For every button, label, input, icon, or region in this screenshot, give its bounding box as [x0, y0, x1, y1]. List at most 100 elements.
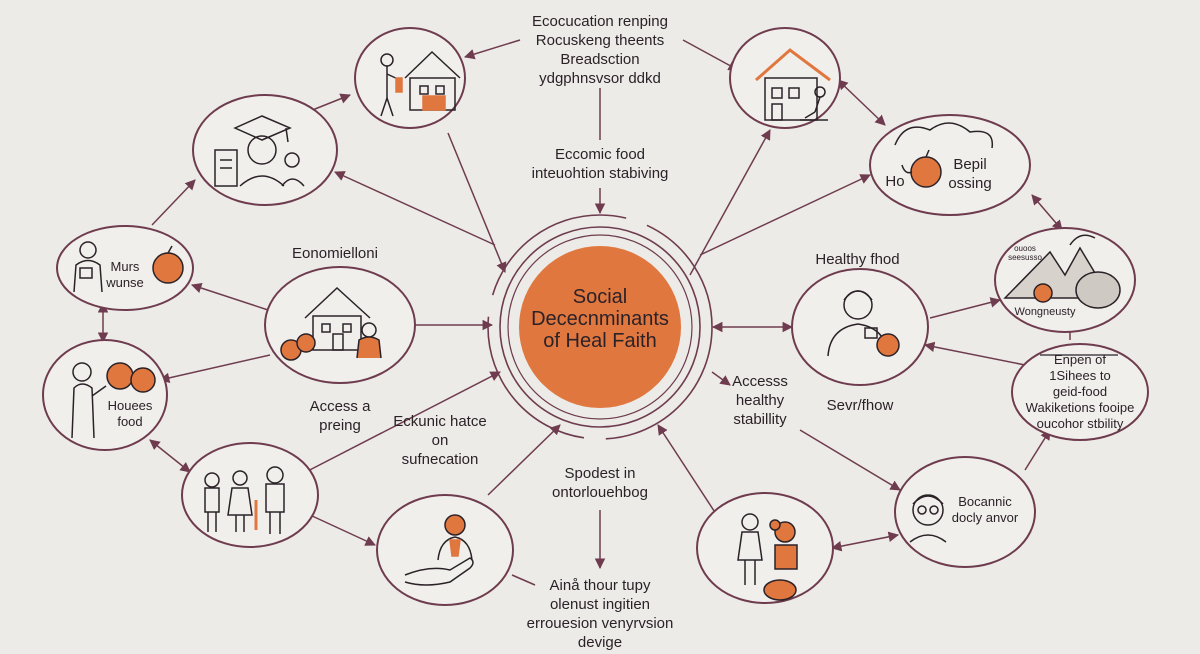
arrow-access-bocannic: [799, 429, 901, 491]
center-title-line-2: Dececnminants: [531, 308, 669, 330]
kids-icon: [737, 513, 798, 601]
label-line: Accesss: [732, 373, 788, 390]
murs-icon: [73, 241, 184, 293]
arrow-healthy-enpen: [923, 341, 1041, 369]
label-line: sufnecation: [401, 451, 479, 468]
node-enpen: [1011, 343, 1149, 441]
house-teacher-icon: [380, 50, 461, 117]
arrow-family-center: [299, 371, 501, 476]
label-line: seesusso: [1008, 253, 1042, 262]
graduate-icon: [214, 115, 305, 187]
node-hand: [376, 494, 514, 606]
node-bocannic: [894, 456, 1036, 568]
family-icon: [204, 466, 285, 534]
label-line: ossing: [948, 175, 992, 192]
arrow-grad-murs: [151, 179, 196, 226]
label-line: Eonomielloni: [292, 245, 378, 262]
arrow-center-access: [711, 371, 731, 386]
label-line: Rocuskeng theents: [535, 32, 665, 49]
arrow-hand-center: [487, 424, 561, 496]
label-line: Access a: [309, 398, 371, 415]
label-line: Wakiketions fooipe: [1025, 400, 1135, 415]
arrow-top-right: [682, 39, 739, 71]
arrow-top-left: [463, 39, 521, 60]
label-line: food: [117, 414, 143, 429]
label-line: Sevr/fhow: [826, 397, 894, 414]
label-line: on: [431, 432, 449, 449]
label-line: stabillity: [733, 411, 787, 428]
label-node-murs: Murs wunse: [100, 259, 150, 291]
label-line: 1Sihees to: [1049, 368, 1111, 383]
label-line: wunse: [106, 275, 144, 290]
arrow-house-center: [447, 132, 507, 273]
label-line: Healthy fhod: [815, 251, 900, 268]
arrow-enpen-bocannic: [1024, 429, 1051, 471]
label-line: Ho: [885, 173, 905, 190]
node-economic: [264, 266, 416, 384]
center-title-line-3: of Heal Faith: [543, 330, 657, 352]
houses-food-icon: [71, 362, 156, 439]
house-right-icon: [755, 48, 831, 121]
arrow-center-house-right: [689, 129, 771, 276]
node-graduate: [192, 94, 338, 206]
node-bepil: [869, 114, 1031, 216]
label-node-sign: ouoos seesusso: [1002, 244, 1048, 262]
bepil-apple-icon: [894, 122, 994, 188]
label-node-bepil: Bepil ossing: [940, 155, 1000, 193]
center-disc: [519, 246, 681, 408]
arrow-kids-bocannic: [830, 531, 900, 552]
label-line: healthy: [735, 392, 785, 409]
center-title-line-1: Social: [572, 286, 628, 308]
label-line: Wongneusty: [1014, 306, 1076, 318]
label-node-bocannic: Bocannic docly anvor: [940, 494, 1030, 526]
arrow-grad-center: [334, 171, 496, 246]
label-line: Bocannic: [958, 494, 1012, 509]
label-line: Murs: [110, 259, 140, 274]
arrow-healthy-mountain: [929, 297, 1002, 319]
node-healthy: [791, 268, 929, 386]
label-line: ontorlouehbog: [552, 484, 648, 501]
label-line: Houees: [107, 398, 153, 413]
label-bottom-block: Ainå thour tupy olenust ingitien erroues…: [505, 576, 695, 652]
arrow-houses-family: [149, 439, 191, 473]
label-line: Enpen of: [1053, 352, 1107, 367]
label-top-block: Ecocucation renping Rocuskeng theents Br…: [520, 12, 680, 88]
label-line: Eccomic food: [554, 146, 646, 163]
bocannic-face-icon: [909, 494, 947, 543]
label-economic-left: Eonomielloni: [270, 244, 400, 263]
center-title: Social Dececnminants of Heal Faith: [520, 286, 680, 352]
arrow-family-hand: [309, 514, 376, 546]
line-hand-bottom: [511, 574, 536, 586]
node-murs: [56, 225, 194, 311]
arrow-bepil-mountain: [1031, 194, 1063, 231]
label-access-healthy: Accesss healthy stabillity: [705, 372, 815, 429]
node-houses-food: [42, 339, 168, 451]
label-node-ho: Ho: [880, 172, 910, 191]
label-spodest: Spodest in ontorlouehbog: [535, 464, 665, 502]
label-healthy-food: Healthy fhod: [795, 250, 920, 269]
arrow-bepil-center: [699, 174, 871, 256]
node-family: [181, 442, 319, 548]
label-sevr-fhow: Sevr/fhow: [805, 396, 915, 415]
arrow-murs-econ: [191, 282, 269, 311]
label-line: inteuohtion stabiving: [531, 165, 669, 182]
label-line: Eckunic hatce: [393, 413, 487, 430]
connector-arrows: [97, 39, 1071, 586]
label-line: Ainå thour tupy: [549, 577, 651, 594]
arrow-center-kids: [657, 424, 721, 521]
label-eckunic: Eckunic hatce on sufnecation: [375, 412, 505, 469]
arrow-houses-econ: [158, 354, 271, 384]
label-economic-food: Eccomic food inteuohtion stabiving: [520, 145, 680, 183]
healthy-person-icon: [827, 290, 900, 357]
node-kids: [696, 492, 834, 604]
label-line: preing: [319, 417, 361, 434]
label-line: errouesion venyrvsion: [526, 615, 674, 632]
label-line: ydgphnsvsor ddkd: [539, 70, 661, 87]
label-line: docly anvor: [951, 510, 1019, 525]
economic-house-icon: [280, 286, 382, 361]
label-line: Breadsction: [560, 51, 640, 68]
label-line: Bepil: [953, 156, 987, 173]
label-line: ouoos: [1014, 244, 1036, 253]
arrow-house-bepil: [837, 79, 886, 126]
